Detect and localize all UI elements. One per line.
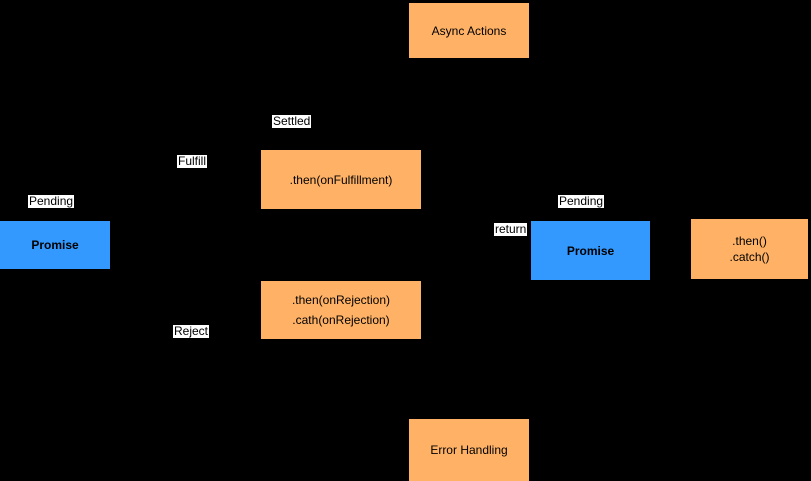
node-promise-left[interactable]: Promise (0, 221, 110, 269)
node-then-catch[interactable]: .then() .catch() (691, 219, 808, 279)
edge-label-pending-right[interactable]: Pending (558, 194, 605, 208)
node-async-actions[interactable]: Async Actions (409, 3, 529, 58)
node-async-actions-label: Async Actions (431, 23, 507, 38)
edge-label-return[interactable]: return (494, 222, 528, 236)
node-then-onrejection[interactable]: .then(onRejection) .cath(onRejection) (261, 281, 421, 339)
node-error-handling-label: Error Handling (430, 443, 508, 457)
node-then-catch-line1: .then() (732, 234, 767, 248)
node-then-onfulfillment-label: .then(onFulfillment) (289, 172, 393, 187)
node-promise-right[interactable]: Promise (531, 221, 650, 280)
node-error-handling[interactable]: Error Handling (409, 419, 529, 481)
node-then-onrejection-line1: .then(onRejection) (291, 293, 391, 307)
edge-label-settled[interactable]: Settled (272, 114, 312, 128)
edge-label-pending-left[interactable]: Pending (28, 194, 75, 208)
node-then-catch-line2: .catch() (729, 250, 770, 264)
node-then-onrejection-line2: .cath(onRejection) (292, 313, 390, 327)
node-then-onfulfillment[interactable]: .then(onFulfillment) (261, 150, 421, 209)
node-promise-right-label: Promise (566, 243, 615, 258)
edge-label-fulfill[interactable]: Fulfill (177, 154, 208, 168)
node-promise-left-label: Promise (31, 238, 79, 252)
edge-label-reject[interactable]: Reject (173, 324, 210, 338)
